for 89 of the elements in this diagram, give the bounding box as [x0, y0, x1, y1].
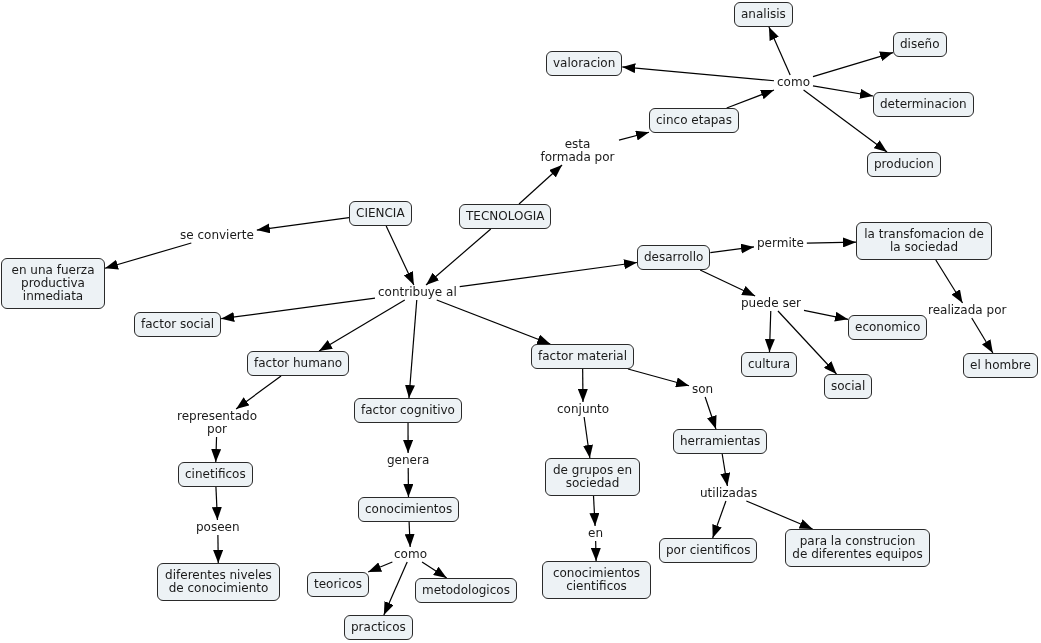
linking-phrase: utilizadas	[697, 486, 761, 501]
arrow	[425, 228, 492, 286]
concept-box: factor humano	[247, 351, 350, 376]
concept-box: CIENCIA	[349, 201, 412, 226]
concept-box: factor social	[134, 312, 222, 337]
linking-phrase: permite	[754, 236, 807, 251]
arrow	[405, 299, 418, 399]
arrow	[421, 561, 448, 579]
linking-phrase: como	[391, 547, 430, 562]
arrow	[367, 561, 393, 573]
arrow	[256, 217, 350, 234]
arrow	[812, 51, 894, 78]
arrow	[385, 225, 415, 286]
concept-box: analisis	[734, 2, 793, 27]
concept-box: diferentes niveles de conocimiento	[157, 563, 280, 601]
arrow	[235, 375, 282, 410]
linking-phrase: se convierte	[177, 228, 257, 243]
concept-box: TECNOLOGIA	[459, 204, 552, 229]
linking-phrase: como	[774, 75, 813, 90]
arrow	[211, 486, 222, 521]
concept-box: para la construcion de diferentes equipos	[785, 529, 930, 567]
arrow	[704, 396, 717, 430]
concept-box: en una fuerza productiva inmediata	[1, 258, 105, 309]
concept-box: desarrollo	[637, 245, 711, 270]
arrow	[971, 317, 994, 354]
concept-box: practicos	[344, 615, 413, 640]
linking-phrase: conjunto	[554, 402, 613, 417]
arrow	[220, 297, 376, 322]
concept-box: cinco etapas	[649, 108, 739, 133]
concept-box: diseño	[893, 32, 947, 57]
arrow	[577, 368, 588, 403]
concept-box: producion	[867, 152, 941, 177]
arrow	[764, 310, 775, 353]
arrow	[403, 467, 414, 498]
arrow	[383, 561, 408, 616]
concept-box: el hombre	[963, 353, 1038, 378]
arrow	[768, 26, 791, 76]
arrow	[709, 243, 755, 254]
linking-phrase: genera	[384, 453, 433, 468]
concept-box: metodologicos	[415, 578, 517, 603]
arrow	[618, 130, 650, 141]
linking-phrase: contribuye al	[375, 285, 460, 300]
arrow	[777, 310, 838, 375]
linking-phrase: representado por	[169, 409, 265, 437]
concept-box: conocimientos	[358, 497, 460, 522]
concept-box: cinetificos	[178, 462, 253, 487]
concept-box: por cientificos	[659, 538, 758, 563]
concept-box: herramientas	[673, 429, 768, 454]
concept-box: teoricos	[307, 572, 369, 597]
concept-box: valoracion	[546, 51, 623, 76]
linking-phrase: son	[689, 382, 717, 397]
arrow	[712, 500, 727, 539]
concept-box: de grupos en sociedad	[545, 458, 640, 496]
arrow	[621, 63, 775, 82]
arrow	[745, 500, 814, 530]
arrow	[812, 85, 874, 99]
arrow	[935, 259, 964, 304]
concept-box: conocimientos cientificos	[542, 561, 651, 599]
linking-phrase: esta formada por	[536, 137, 619, 165]
arrow	[436, 299, 551, 345]
linking-phrase: en	[585, 526, 606, 541]
arrow	[518, 164, 563, 205]
arrow	[726, 89, 775, 109]
arrow	[803, 89, 888, 153]
concept-box: social	[824, 374, 873, 399]
arrow	[211, 436, 222, 463]
concept-box: la transfomacion de la sociedad	[856, 222, 992, 260]
arrow	[104, 242, 192, 270]
arrow	[590, 540, 601, 562]
linking-phrase: poseen	[193, 520, 243, 535]
arrow	[589, 495, 600, 527]
arrow	[699, 269, 756, 297]
arrow	[803, 309, 849, 322]
arrow	[806, 237, 857, 248]
linking-phrase: realizada por	[925, 303, 1010, 318]
arrow	[627, 368, 690, 388]
arrow	[403, 422, 414, 454]
arrow	[459, 259, 638, 288]
concept-box: economico	[848, 315, 928, 340]
concept-box: cultura	[741, 352, 798, 377]
arrow	[213, 534, 224, 564]
concept-box: determinacion	[873, 92, 974, 117]
arrow	[404, 521, 415, 548]
arrow	[720, 453, 731, 487]
concept-box: factor cognitivo	[354, 398, 462, 423]
arrow	[318, 299, 406, 352]
concept-box: factor material	[531, 344, 635, 369]
linking-phrase: puede ser	[738, 296, 804, 311]
arrow	[583, 416, 593, 459]
